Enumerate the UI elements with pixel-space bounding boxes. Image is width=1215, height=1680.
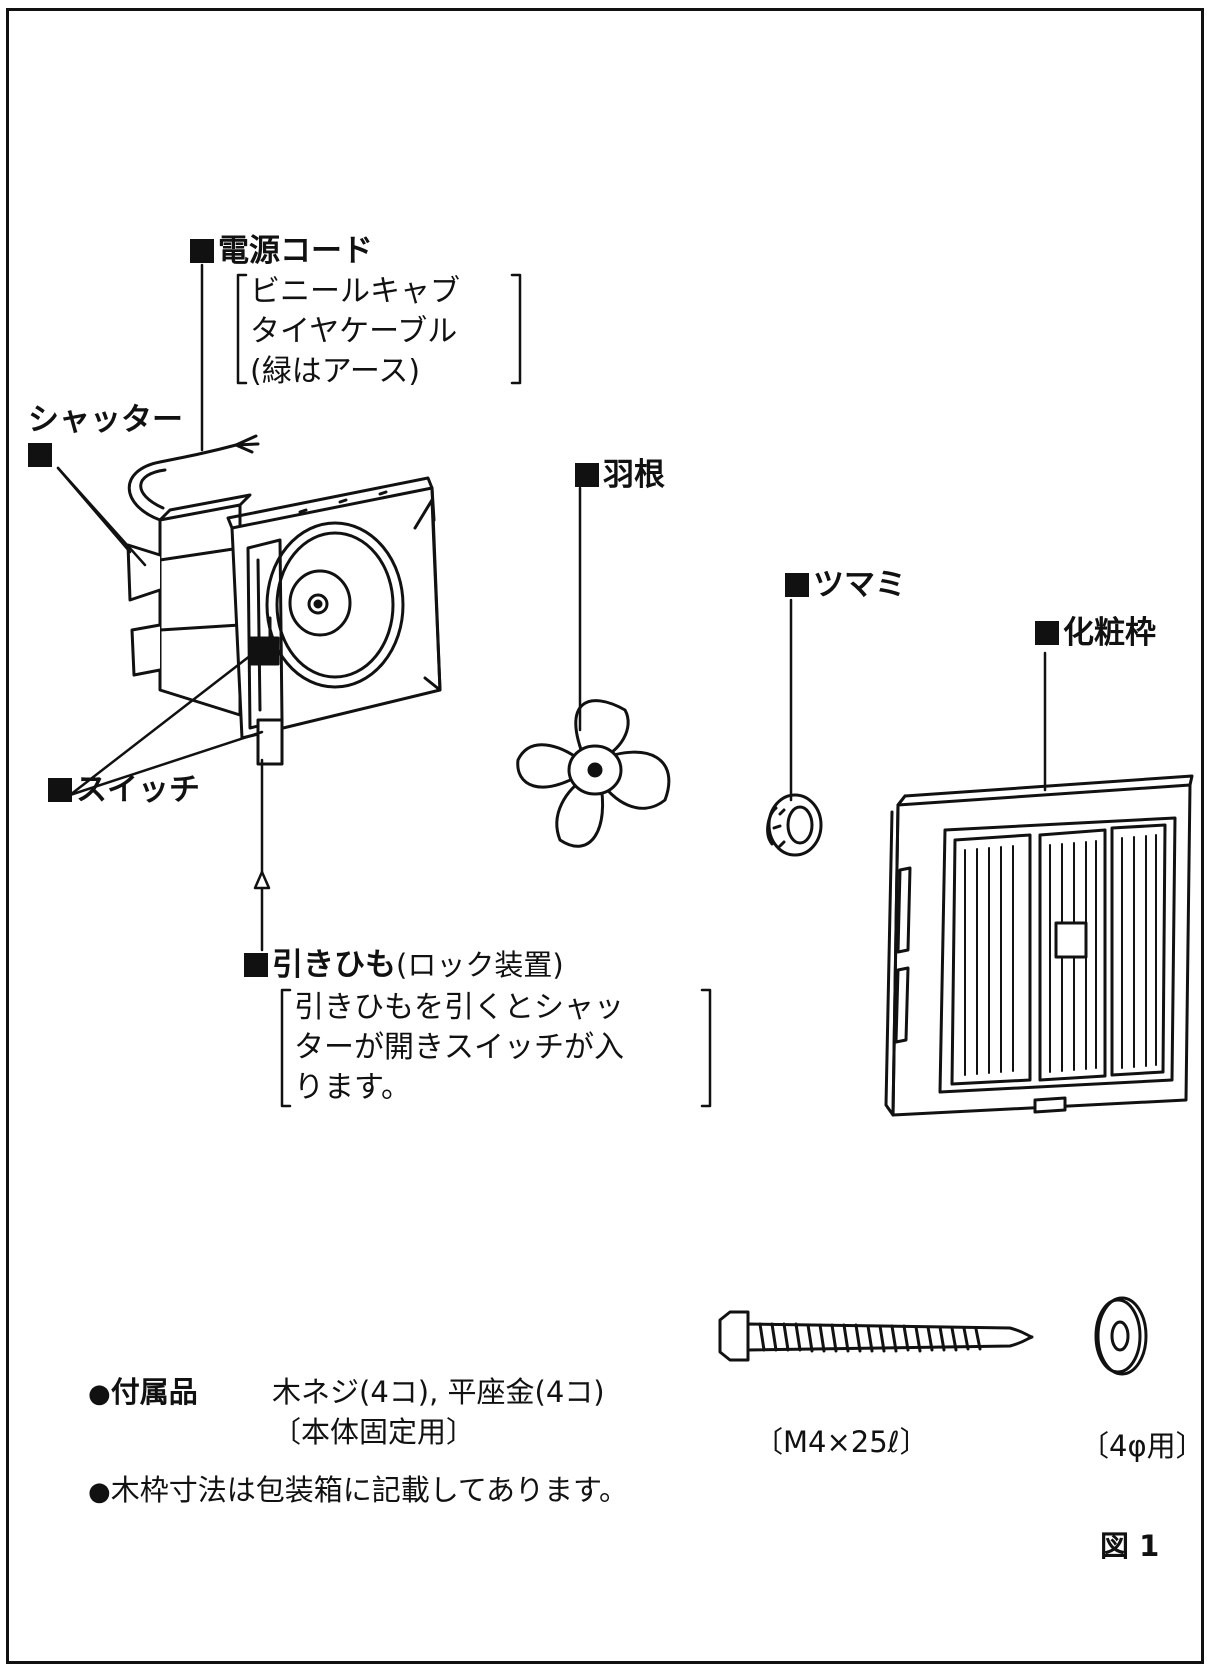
shutter-marker bbox=[28, 443, 52, 467]
knob-icon bbox=[766, 793, 823, 857]
accessories-purpose: 〔本体固定用〕 bbox=[272, 1415, 476, 1449]
power-cord-label: 電源コード bbox=[190, 236, 373, 267]
figure-border bbox=[6, 8, 1204, 1664]
wood-screw-icon bbox=[718, 1310, 1034, 1362]
washer-spec: 〔4φ用〕 bbox=[1080, 1429, 1205, 1463]
frame-dimension-note: ●木枠寸法は包装箱に記載してあります。 bbox=[88, 1473, 629, 1507]
power-cord-note: ビニールキャブ タイヤケーブル (緑はアース) bbox=[250, 274, 460, 389]
blade-label: 羽根 bbox=[575, 460, 665, 491]
knob-label: ツマミ bbox=[785, 570, 906, 601]
screw-spec: 〔M4×25ℓ〕 bbox=[754, 1425, 929, 1459]
decorative-frame-icon bbox=[884, 774, 1194, 1117]
pull-cord-label: 引きひも(ロック装置) bbox=[244, 950, 564, 981]
leader-lines bbox=[56, 263, 1047, 952]
figure-label: 図 1 bbox=[1100, 1529, 1160, 1563]
accessories-items: 木ネジ(4コ), 平座金(4コ) bbox=[272, 1375, 605, 1409]
switch-label: スイッチ bbox=[48, 775, 200, 806]
pull-cord-note: 引きひもを引くとシャッ ターが開きスイッチが入 ります。 bbox=[294, 990, 624, 1105]
shutter-label: シャッター bbox=[28, 402, 183, 438]
accessories-heading: ●付属品 bbox=[88, 1375, 198, 1409]
washer-icon bbox=[1094, 1296, 1148, 1376]
fan-body-icon bbox=[126, 434, 442, 766]
note-brackets bbox=[236, 273, 712, 1108]
fan-blade-icon bbox=[516, 699, 671, 848]
decorative-frame-label: 化粧枠 bbox=[1035, 618, 1156, 649]
